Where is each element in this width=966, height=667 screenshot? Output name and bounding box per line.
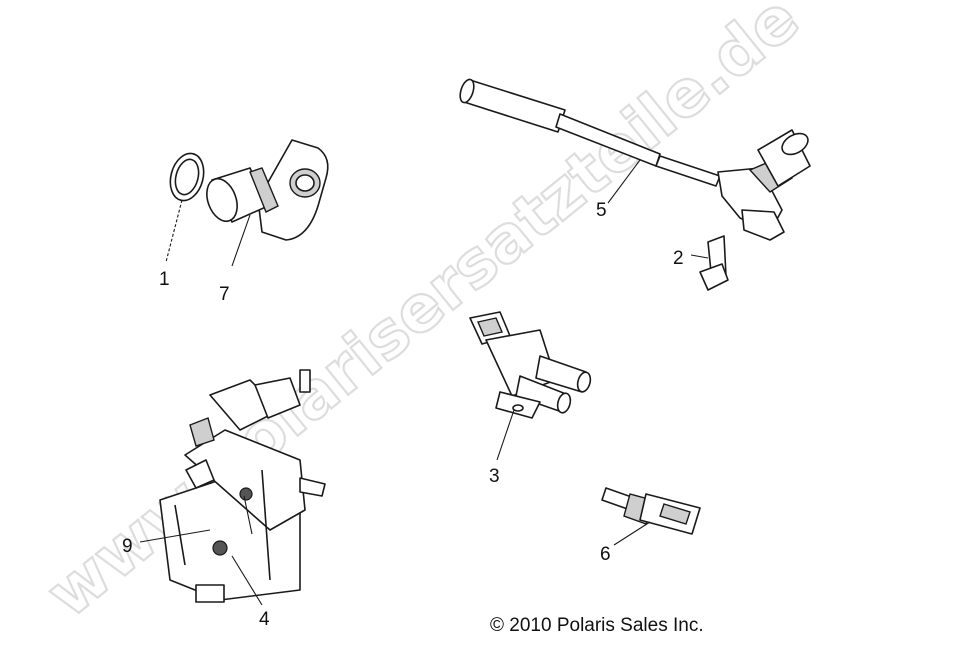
throttle-body-part bbox=[139, 369, 326, 606]
bolt-part bbox=[690, 235, 729, 291]
callout-4: 4 bbox=[259, 609, 270, 630]
callout-1: 1 bbox=[159, 269, 170, 290]
valve-solenoid-part bbox=[469, 311, 592, 461]
callout-6: 6 bbox=[600, 544, 611, 565]
watermark-text: www.polarisersatzteile.de bbox=[33, 0, 812, 632]
callout-9: 9 bbox=[122, 536, 133, 557]
cam-sensor-part bbox=[206, 139, 329, 267]
temperature-sensor-part bbox=[601, 487, 701, 546]
copyright-text: © 2010 Polaris Sales Inc. bbox=[490, 615, 704, 636]
o-ring-part bbox=[165, 152, 205, 263]
callout-5: 5 bbox=[596, 200, 607, 221]
callout-7: 7 bbox=[219, 284, 230, 305]
callout-2: 2 bbox=[673, 248, 684, 269]
speed-sensor-probe-part bbox=[459, 78, 811, 241]
callout-3: 3 bbox=[489, 466, 500, 487]
